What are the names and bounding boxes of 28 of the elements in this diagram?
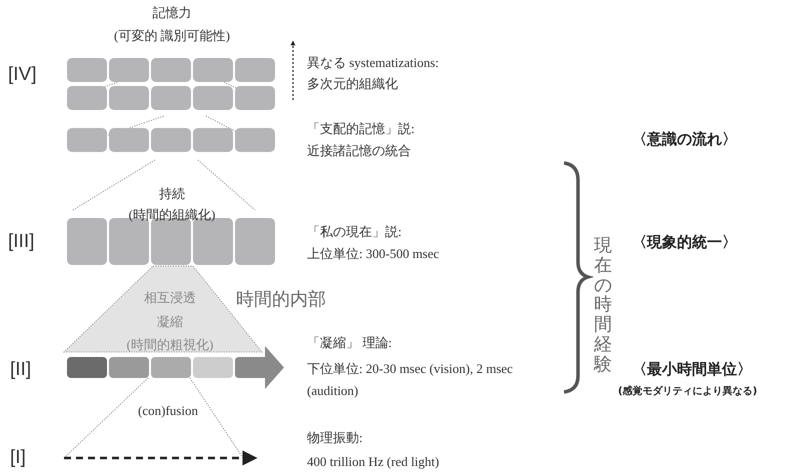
note-text: 近接諸記憶の統合	[307, 143, 411, 160]
caption-label: (con)fusion	[137, 403, 199, 420]
level-label: [III]	[8, 230, 34, 254]
caption-label: 凝縮	[156, 314, 184, 331]
note-text: 物理振動:	[307, 430, 363, 447]
note-text: 下位単位: 20-30 msec (vision), 2 msec (audition)	[307, 360, 514, 400]
note-text: 多次元的組織化	[307, 76, 398, 93]
note-text: 400 trillion Hz (red light)	[307, 454, 440, 471]
heading-label: 〈現象的統一〉	[632, 233, 737, 252]
caption-label: (時間的粗視化)	[126, 337, 214, 354]
caption-label: (可変的 識別可能性)	[113, 28, 231, 45]
caption-label: 記憶力	[152, 5, 192, 22]
caption-label: 相互浸透	[143, 290, 197, 307]
level-label: [IV]	[8, 63, 37, 87]
level-label: [II]	[10, 358, 32, 382]
heading-label: 〈意識の流れ〉	[632, 130, 737, 150]
note-text: 「私の現在」説:	[307, 224, 402, 241]
note-text: (感覚モダリティにより異なる)	[618, 385, 758, 398]
level-label: [I]	[10, 446, 26, 470]
heading-label: 〈最小時間単位〉	[632, 360, 752, 380]
note-text: 「支配的記憶」説:	[307, 121, 415, 138]
caption-label: 時間的内部	[236, 288, 326, 311]
note-text: 上位単位: 300-500 msec	[307, 246, 440, 263]
caption-label: (時間的組織化)	[128, 207, 216, 224]
caption-label: 持続	[158, 186, 186, 203]
note-text: 「凝縮」 理論:	[307, 335, 392, 352]
vertical-label: 現在の時間経験	[594, 236, 612, 375]
note-text: 異なる systematizations:	[307, 55, 439, 72]
